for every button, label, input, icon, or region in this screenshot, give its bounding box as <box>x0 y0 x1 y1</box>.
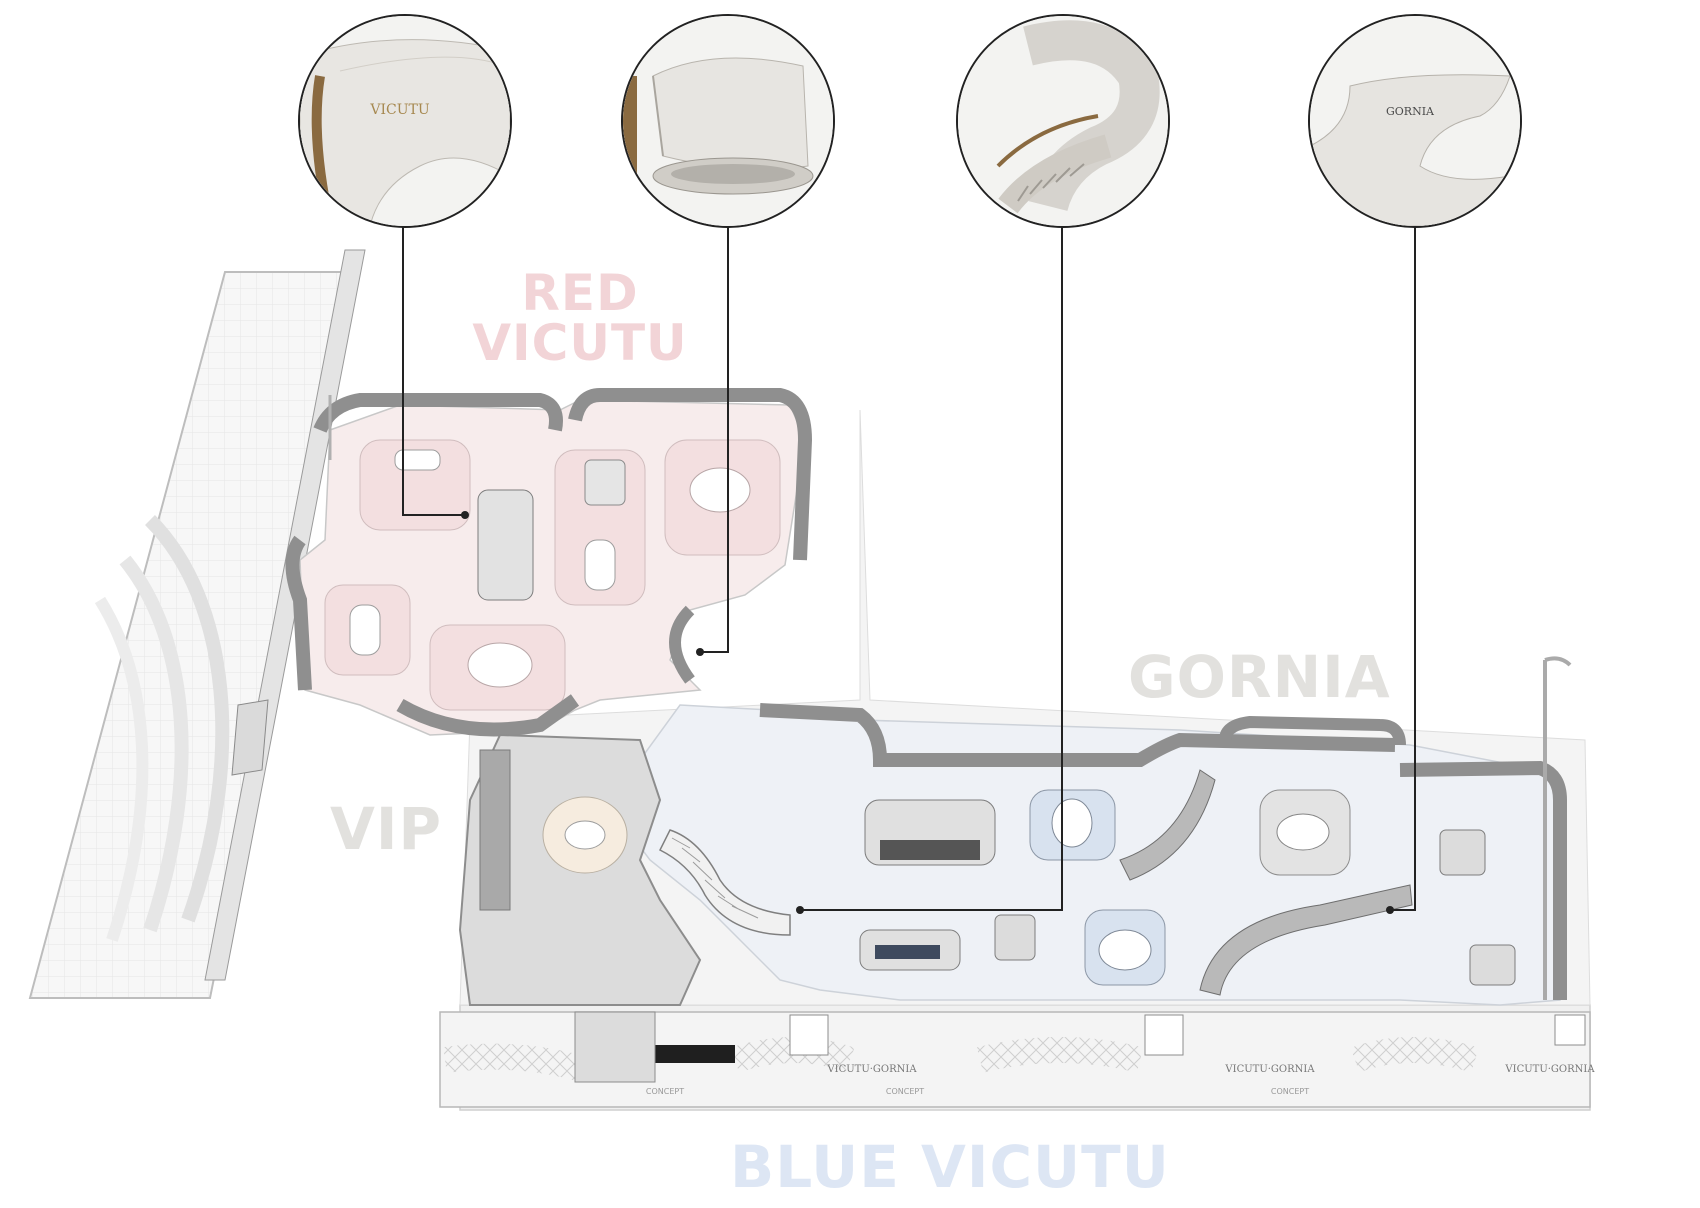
curved-niche-render <box>623 16 833 226</box>
facade-concept-2: CONCEPT <box>886 1087 924 1096</box>
zone-label-red-line2: VICUTU <box>472 314 688 372</box>
vip-corridor <box>28 249 366 999</box>
zone-label-red-line1: RED <box>521 264 639 322</box>
leader-lines <box>402 225 1416 911</box>
leader-line-1 <box>402 225 465 516</box>
callout-logo-vicutu: VICUTU <box>369 102 429 118</box>
callout-spiral-stair <box>956 14 1170 228</box>
callout-curved-niche <box>621 14 835 228</box>
zone-label-red-vicutu: RED VICUTU <box>445 268 715 368</box>
facade-sign-1: VICUTU·GORNIA <box>826 1064 917 1075</box>
leader-dot-3 <box>796 906 804 914</box>
zone-label-vip: VIP <box>330 795 442 863</box>
leader-line-2 <box>700 225 729 653</box>
facade-concept-3: CONCEPT <box>1271 1087 1309 1096</box>
zone-label-blue-vicutu: BLUE VICUTU <box>730 1133 1170 1201</box>
leader-dot-2 <box>696 648 704 656</box>
red-vicutu-floor <box>285 388 813 737</box>
vicutu-wall-render: VICUTU <box>300 16 510 226</box>
leader-dot-4 <box>1386 906 1394 914</box>
main-floor <box>458 656 1572 1006</box>
leader-dot-1 <box>461 511 469 519</box>
leader-line-4 <box>1390 225 1416 911</box>
callout-logo-gornia: GORNIA <box>1386 105 1435 118</box>
leader-dots <box>461 511 1394 914</box>
facade-concept-1: CONCEPT <box>646 1087 684 1096</box>
spiral-stair-render <box>958 16 1168 226</box>
gornia-wall-render: GORNIA <box>1310 16 1520 226</box>
callout-gornia-wall: GORNIA <box>1308 14 1522 228</box>
leader-line-3 <box>800 225 1063 911</box>
facade-sign-2: VICUTU·GORNIA <box>1224 1064 1315 1075</box>
zone-label-gornia: GORNIA <box>1128 643 1391 711</box>
callout-vicutu-wall: VICUTU <box>298 14 512 228</box>
facade-sign-3: VICUTU·GORNIA <box>1504 1064 1595 1075</box>
storefront-facade <box>439 1011 1591 1108</box>
